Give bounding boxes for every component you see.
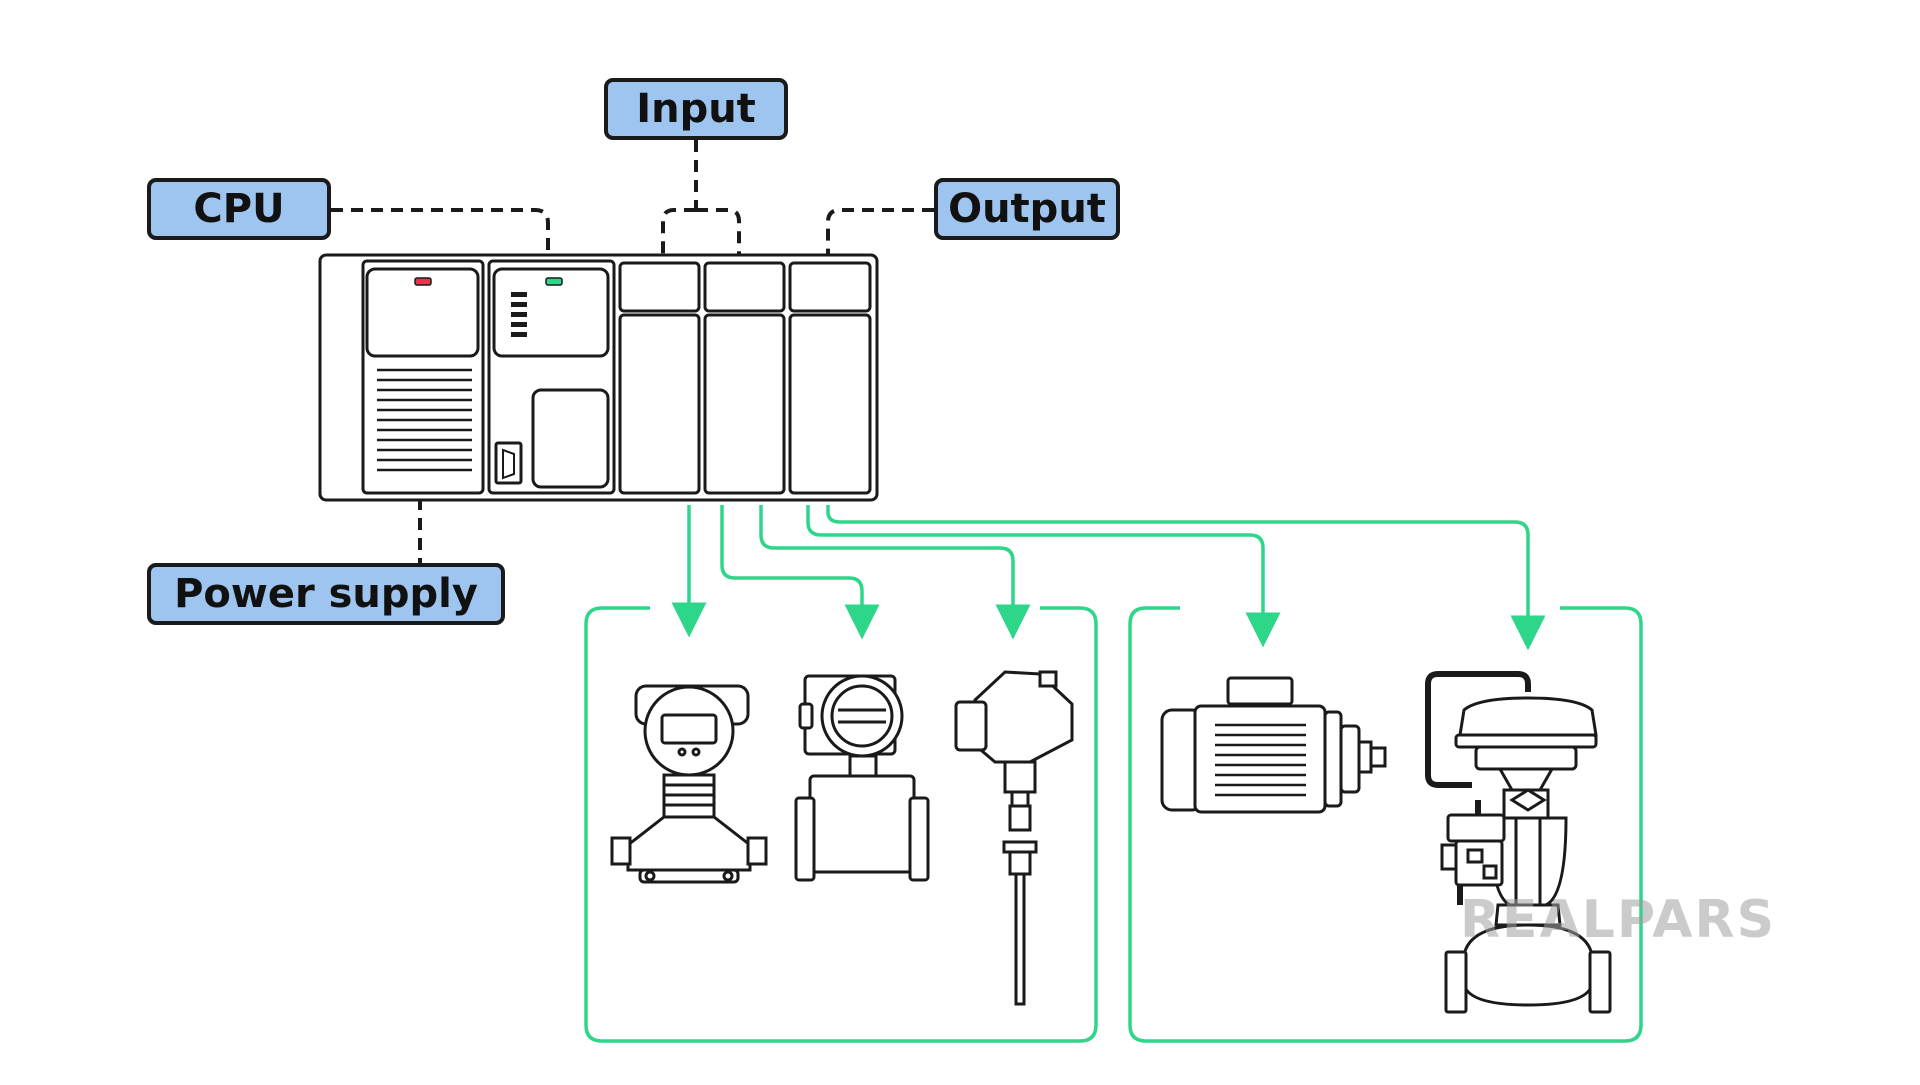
- device-group-boxes: [584, 606, 1643, 1043]
- signal-lines: [671, 505, 1546, 651]
- signal-line-thermocouple: [759, 505, 1031, 640]
- motor-icon: [1160, 676, 1387, 814]
- output-module-top: [788, 261, 872, 313]
- cpu-port-inner: [502, 448, 515, 480]
- power-led-red: [414, 277, 432, 286]
- input-connector-right: [696, 208, 741, 262]
- flow-meter-icon: [794, 674, 930, 882]
- input-module-1-top: [618, 261, 701, 313]
- output-label: Output: [934, 178, 1120, 240]
- cpu-led-green: [545, 277, 563, 286]
- cpu-connector: [331, 208, 550, 260]
- input-module-2-top: [703, 261, 786, 313]
- pressure-transmitter-icon: [610, 684, 768, 884]
- power-supply-label: Power supply: [147, 563, 505, 625]
- plc-rack: [318, 253, 879, 502]
- thermocouple-icon: [954, 670, 1074, 1006]
- output-connector: [826, 208, 934, 262]
- input-module-1-body: [618, 313, 701, 495]
- input-devices-box: [584, 606, 1098, 1043]
- signal-line-valve: [826, 505, 1546, 651]
- power-supply-display: [365, 267, 480, 358]
- input-connector-left: [661, 208, 696, 262]
- input-label: Input: [604, 78, 788, 140]
- power-supply-vents: [377, 368, 472, 472]
- output-devices-box: [1128, 606, 1643, 1043]
- signal-line-flowmeter: [720, 505, 880, 640]
- realpars-watermark: REALPARS: [1460, 890, 1777, 950]
- dashed-connectors: [331, 140, 934, 563]
- control-valve-icon: [1425, 671, 1612, 1014]
- cpu-status-bars: [511, 292, 527, 337]
- cpu-label: CPU: [147, 178, 331, 240]
- output-module-body: [788, 313, 872, 495]
- cpu-memory-slot: [531, 388, 610, 489]
- input-module-2-body: [703, 313, 786, 495]
- signal-line-motor: [806, 505, 1281, 648]
